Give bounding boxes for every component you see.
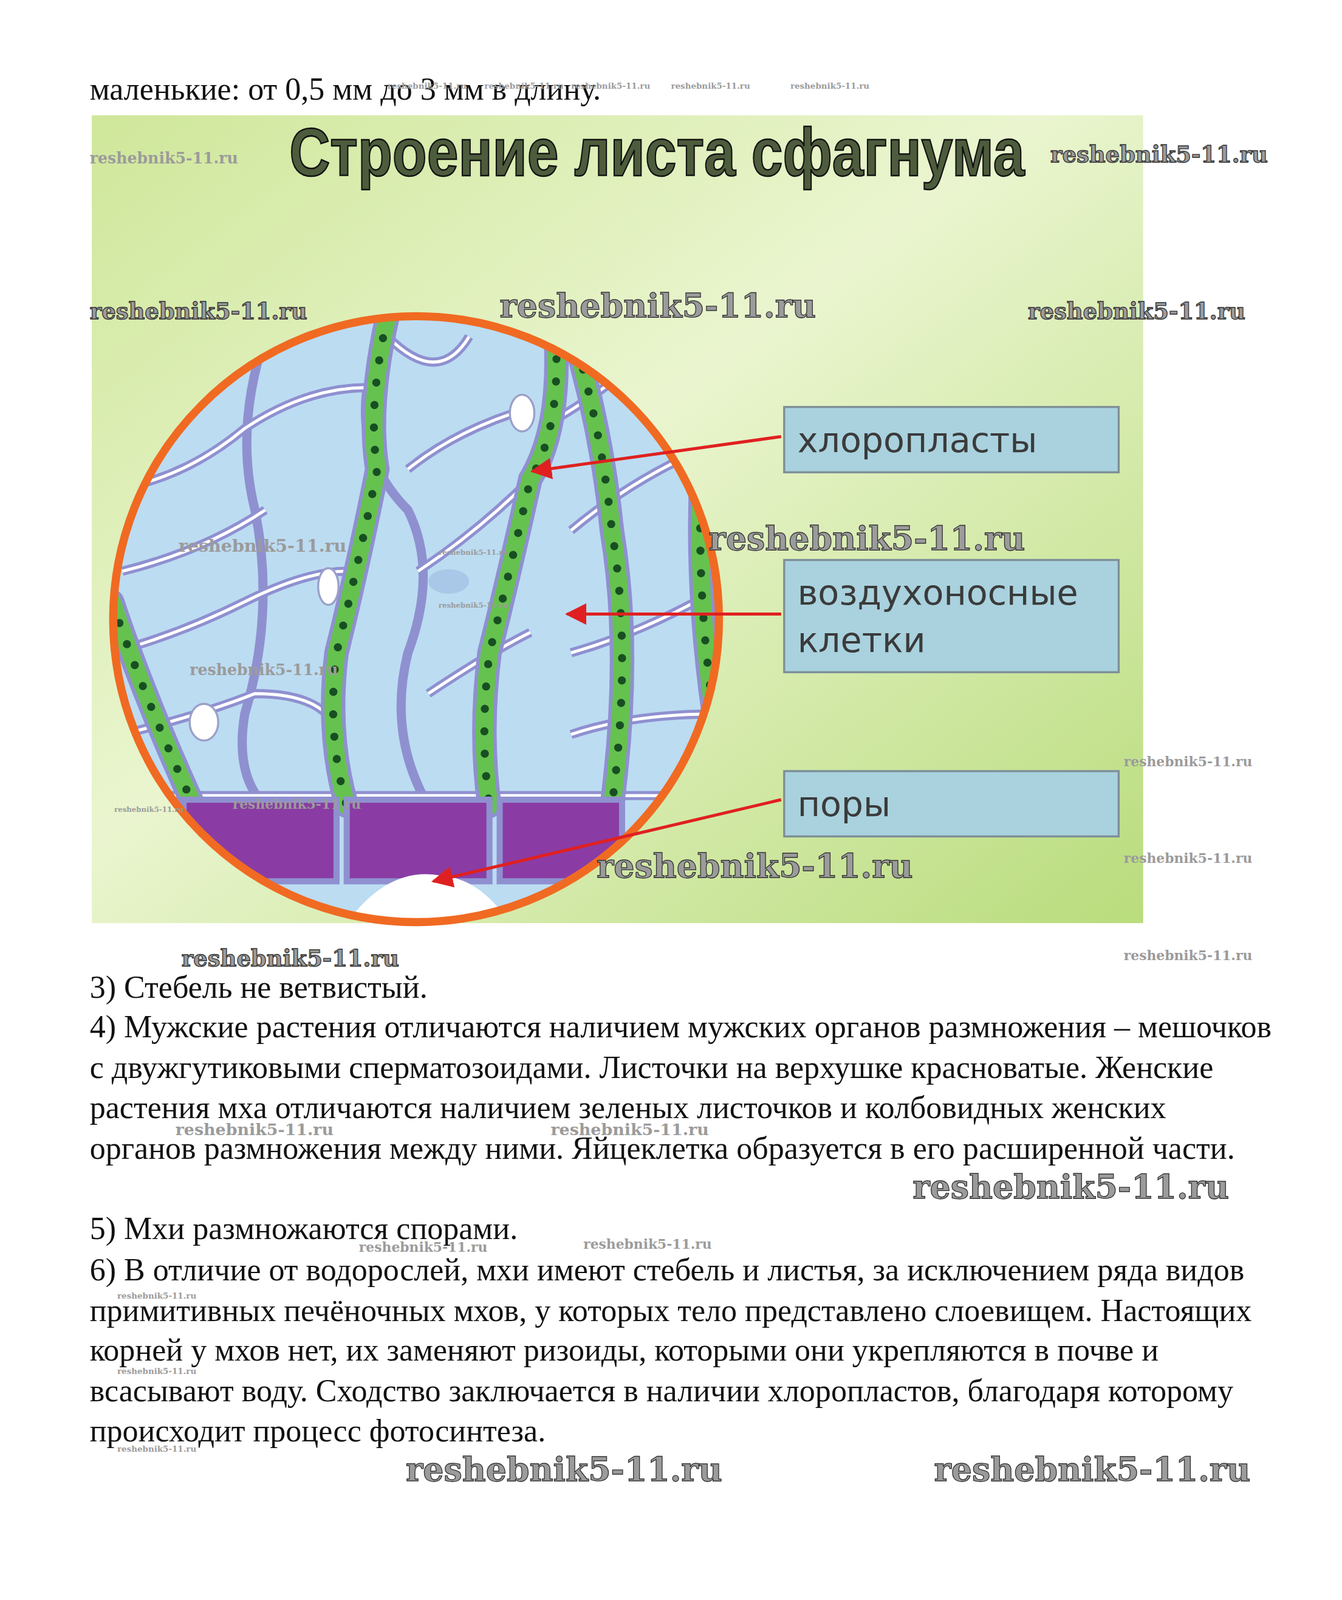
watermark: reshebnik5-11.ru [189,662,338,678]
watermark: reshebnik5-11.ru [1027,299,1246,322]
watermark: reshebnik5-11.ru [596,849,914,883]
watermark: reshebnik5-11.ru [232,797,362,812]
watermark: reshebnik5-11.ru [708,521,1026,555]
watermark: reshebnik5-11.ru [1123,948,1253,962]
watermark: reshebnik5-11.ru [89,150,239,166]
callout-label: поры [797,780,1106,827]
watermark: reshebnik5-11.ru [499,289,816,323]
watermark: reshebnik5-11.ru [670,81,750,90]
watermark: reshebnik5-11.ru [550,1121,709,1138]
watermark: reshebnik5-11.ru [571,81,651,90]
watermark: reshebnik5-11.ru [405,1453,723,1486]
body-text: 4) Мужские растения отличаются наличием … [89,1006,1279,1168]
watermark: reshebnik5-11.ru [178,537,347,556]
watermark: reshebnik5-11.ru [1050,142,1268,166]
watermark: reshebnik5-11.ru [181,946,400,969]
leaf-cells [102,306,735,939]
callout-label: воздухоносные клетки [797,569,1106,663]
watermark: reshebnik5-11.ru [912,1170,1230,1204]
watermark: reshebnik5-11.ru [175,1121,334,1138]
watermark: reshebnik5-11.ru [117,1444,197,1452]
body-text: 6) В отличие от водорослей, мхи имеют ст… [89,1249,1279,1451]
callout-box: поры [783,769,1120,838]
watermark: reshebnik5-11.ru [438,601,508,609]
watermark: reshebnik5-11.ru [387,81,467,90]
leader-arrows [433,436,781,881]
watermark: reshebnik5-11.ru [484,81,564,90]
slide-background [91,115,1144,923]
watermark: reshebnik5-11.ru [117,1366,197,1375]
watermark: reshebnik5-11.ru [114,805,184,813]
watermark: reshebnik5-11.ru [934,1453,1251,1486]
magnifier-circle [112,315,719,922]
watermark: reshebnik5-11.ru [89,299,308,322]
watermark: reshebnik5-11.ru [438,548,508,556]
callout-label: хлоропласты [797,416,1106,463]
watermark: reshebnik5-11.ru [1123,754,1253,768]
watermark: reshebnik5-11.ru [583,1236,713,1251]
watermark: reshebnik5-11.ru [790,81,870,90]
watermark: reshebnik5-11.ru [1123,851,1253,866]
callout-box: воздухоносные клетки [783,558,1120,674]
watermark: reshebnik5-11.ru [117,1290,197,1299]
callout-box: хлоропласты [783,405,1120,474]
slide-title: Строение листа сфагнума [219,118,1056,186]
title-text: Строение листа сфагнума [289,118,1025,186]
body-text: 3) Стебель не ветвистый. [89,966,1279,1007]
